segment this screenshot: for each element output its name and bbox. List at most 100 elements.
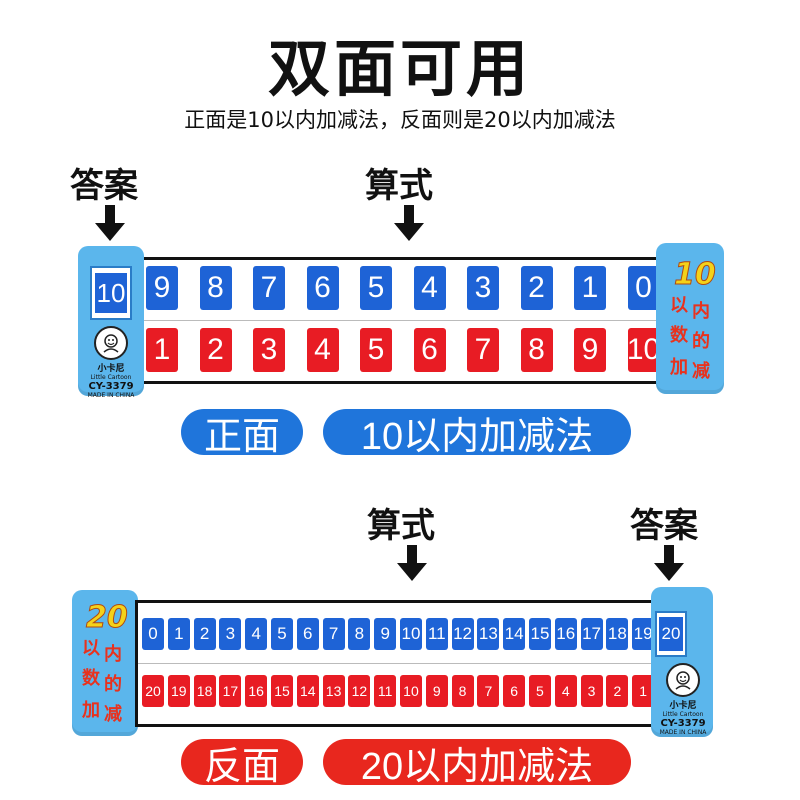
number-tile[interactable]: 9	[146, 266, 178, 310]
front-method-label: 10以内加减法	[323, 409, 631, 458]
number-tile[interactable]: 15	[270, 675, 293, 707]
number-tile[interactable]: 8	[451, 675, 474, 707]
number-tile[interactable]: 4	[554, 675, 577, 707]
number-tile[interactable]: 1	[574, 266, 606, 310]
brand-char: 加	[670, 357, 688, 378]
number-tile[interactable]: 14	[503, 618, 526, 650]
number-tile[interactable]: 18	[193, 675, 216, 707]
number-tile[interactable]: 16	[245, 675, 268, 707]
back-side-label: 反面	[181, 739, 303, 788]
number-tile[interactable]: 7	[467, 328, 499, 372]
number-tile[interactable]: 2	[199, 328, 232, 372]
number-tile[interactable]: 19	[632, 618, 655, 650]
page-title: 双面可用	[267, 32, 532, 105]
front-answer-cap: 10 小卡尼 Little Cartoon CY-3379 MADE IN CH…	[78, 246, 144, 399]
number-tile[interactable]: 5	[528, 675, 551, 707]
back-answer-callout: 答案	[630, 506, 698, 546]
number-tile[interactable]: 7	[253, 266, 285, 310]
number-tile[interactable]: 12	[348, 675, 371, 707]
number-tile[interactable]: 5	[270, 618, 293, 650]
back-brand-cap: 20 以内数的加减	[72, 590, 138, 736]
number-tile[interactable]: 13	[322, 675, 345, 707]
number-tile[interactable]: 10	[399, 618, 422, 650]
number-tile[interactable]: 8	[348, 618, 371, 650]
number-tile[interactable]: 5	[360, 266, 392, 310]
number-tile[interactable]: 10	[627, 328, 660, 372]
number-tile[interactable]: 6	[503, 675, 526, 707]
page-subtitle: 正面是10以内加减法，反面则是20以内加减法	[184, 108, 616, 132]
front-answer-window[interactable]: 10	[90, 266, 132, 320]
number-tile[interactable]: 18	[606, 618, 629, 650]
number-tile[interactable]: 9	[574, 328, 606, 372]
number-tile[interactable]: 3	[219, 618, 242, 650]
back-answer-value: 20	[659, 617, 683, 651]
arrow-down-icon	[654, 545, 684, 581]
brand-char: 数	[82, 668, 100, 689]
back-answer-cap: 20 小卡尼 Little Cartoon CY-3379 MADE IN CH…	[651, 587, 713, 737]
brand-char: 的	[104, 674, 122, 695]
number-tile[interactable]: 3	[253, 328, 285, 372]
number-tile[interactable]: 4	[245, 618, 268, 650]
front-answer-callout: 答案	[70, 166, 138, 206]
number-tile[interactable]: 4	[306, 328, 339, 372]
made-in-text: MADE IN CHINA	[659, 729, 707, 736]
logo-sub-text: Little Cartoon	[90, 374, 132, 381]
number-tile[interactable]: 11	[425, 618, 448, 650]
brand-char: 以	[82, 638, 100, 659]
brand-char: 内	[104, 644, 122, 665]
number-tile[interactable]: 6	[413, 328, 446, 372]
brand-char: 减	[104, 704, 122, 725]
back-method-label: 20以内加减法	[323, 739, 631, 788]
number-tile[interactable]: 8	[520, 328, 553, 372]
model-number: CY-3379	[88, 381, 134, 392]
number-tile[interactable]: 10	[399, 675, 422, 707]
back-formula-callout: 算式	[367, 506, 435, 546]
brand-char: 以	[670, 295, 688, 316]
number-tile[interactable]: 4	[413, 266, 446, 310]
arrow-down-icon	[394, 205, 424, 241]
number-tile[interactable]: 9	[374, 618, 397, 650]
number-tile[interactable]: 16	[554, 618, 577, 650]
number-tile[interactable]: 13	[477, 618, 500, 650]
number-tile[interactable]: 11	[374, 675, 397, 707]
number-tile[interactable]: 0	[142, 618, 164, 650]
number-tile[interactable]: 1	[146, 328, 178, 372]
logo-brand-text: 小卡尼	[669, 701, 697, 711]
number-tile[interactable]: 2	[606, 675, 629, 707]
number-tile[interactable]: 2	[520, 266, 553, 310]
number-tile[interactable]: 0	[627, 266, 660, 310]
number-tile[interactable]: 17	[219, 675, 242, 707]
number-tile[interactable]: 14	[296, 675, 319, 707]
cartoon-face-logo-icon	[666, 663, 700, 697]
number-tile[interactable]: 6	[296, 618, 319, 650]
number-tile[interactable]: 5	[360, 328, 392, 372]
number-tile[interactable]: 15	[528, 618, 551, 650]
number-tile[interactable]: 6	[306, 266, 339, 310]
number-tile[interactable]: 7	[477, 675, 500, 707]
number-tile[interactable]: 9	[425, 675, 448, 707]
brand-char: 加	[82, 700, 100, 721]
number-tile[interactable]: 7	[322, 618, 345, 650]
strip-divider	[141, 320, 659, 321]
number-tile[interactable]: 12	[451, 618, 474, 650]
brand-char: 减	[692, 361, 710, 382]
model-number: CY-3379	[660, 718, 706, 729]
front-brand-number: 10	[674, 257, 717, 293]
number-tile[interactable]: 17	[580, 618, 603, 650]
number-tile[interactable]: 20	[142, 675, 164, 707]
number-tile[interactable]: 2	[193, 618, 216, 650]
number-tile[interactable]: 1	[632, 675, 655, 707]
brand-logo: 小卡尼 Little Cartoon CY-3379 MADE IN CHINA	[81, 326, 141, 399]
number-tile[interactable]: 3	[467, 266, 499, 310]
number-tile[interactable]: 19	[167, 675, 190, 707]
front-brand-chars: 以内数的加减	[670, 291, 722, 387]
number-tile[interactable]: 1	[167, 618, 190, 650]
made-in-text: MADE IN CHINA	[87, 392, 135, 399]
number-tile[interactable]: 8	[199, 266, 232, 310]
brand-char: 内	[692, 301, 710, 322]
back-answer-window[interactable]: 20	[655, 611, 687, 657]
number-tile[interactable]: 3	[580, 675, 603, 707]
